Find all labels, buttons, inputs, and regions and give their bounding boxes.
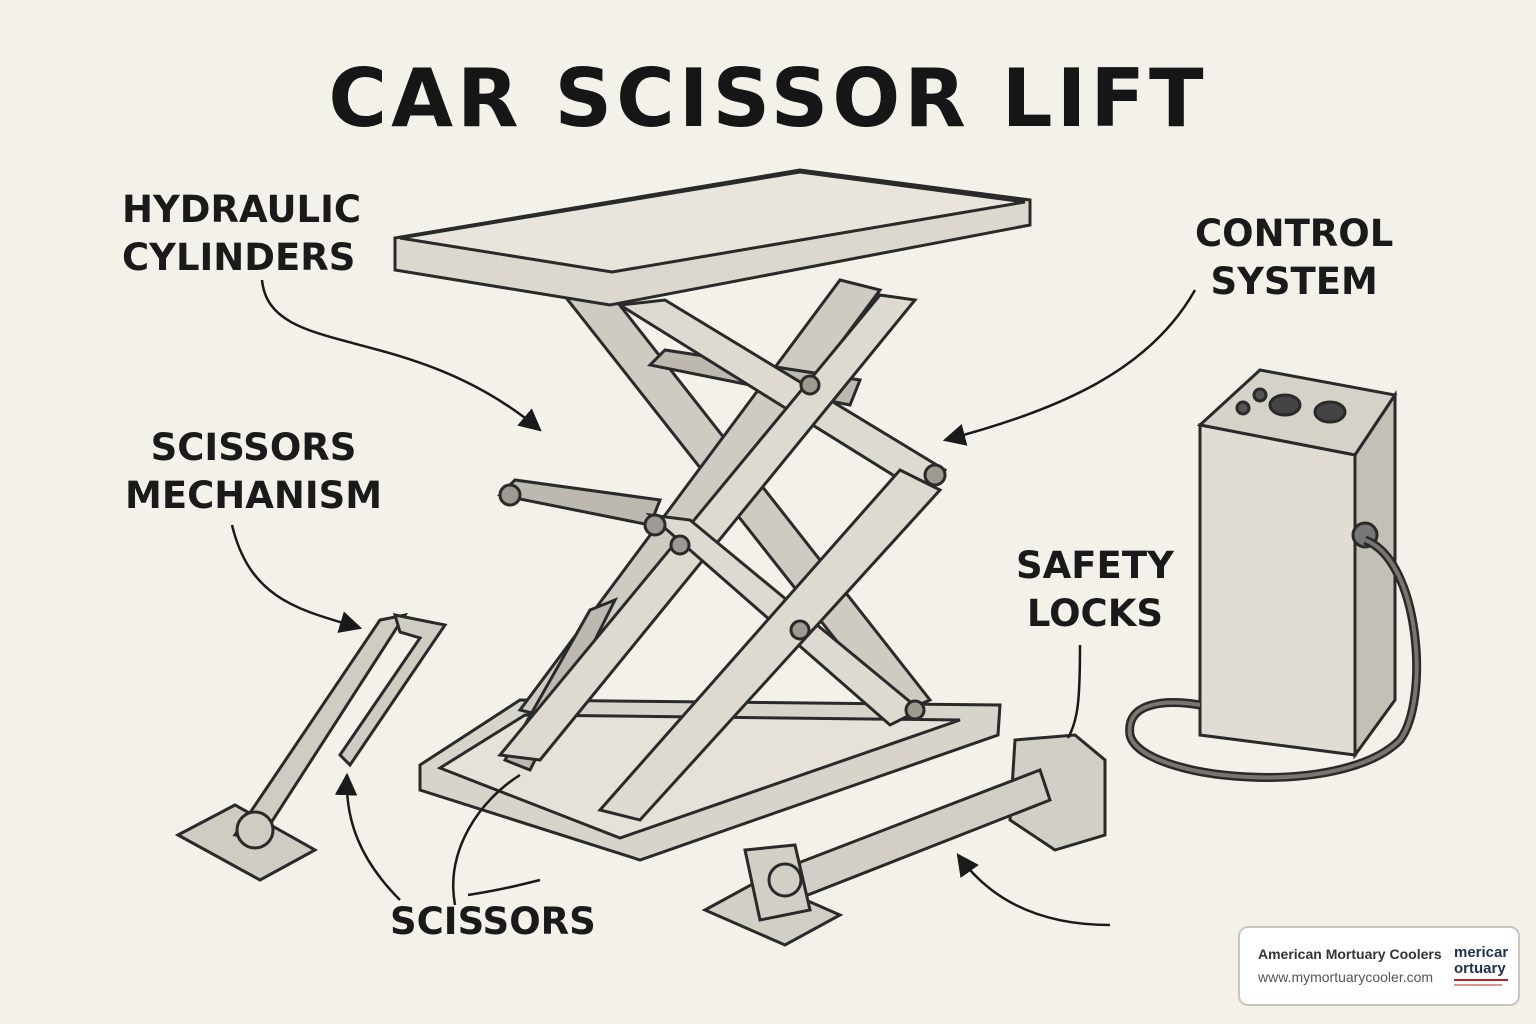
line-safety-locks bbox=[1066, 644, 1082, 739]
label-scissors-mechanism: SCISSORS MECHANISM bbox=[125, 426, 383, 517]
arrow-scissors-mechanism bbox=[230, 524, 363, 633]
svg-text:mericar: mericar bbox=[1454, 944, 1508, 961]
svg-text:ortuary: ortuary bbox=[1454, 960, 1506, 977]
safety-lock-bar bbox=[701, 733, 1107, 947]
arrow-control-system bbox=[942, 289, 1197, 446]
brand-logo: mericar ortuary bbox=[1452, 940, 1510, 992]
base-frame bbox=[418, 698, 1002, 862]
diagram-title: CAR SCISSOR LIFT bbox=[328, 52, 1208, 145]
control-box bbox=[1196, 368, 1398, 760]
line-scissors-right bbox=[452, 773, 521, 906]
arrow-scissors-left bbox=[334, 772, 401, 901]
label-safety-locks: SAFETY LOCKS bbox=[1016, 544, 1174, 635]
label-hydraulic-cylinders: HYDRAULIC CYLINDERS bbox=[122, 188, 362, 279]
scissor-arms-front bbox=[497, 293, 948, 822]
label-scissors: SCISSORS bbox=[390, 900, 596, 943]
leader-arrows bbox=[230, 279, 1197, 927]
leader-lines bbox=[452, 644, 1082, 906]
pivot-bolts bbox=[498, 374, 947, 721]
arrow-safety-locks bbox=[956, 853, 1111, 927]
label-control-system: CONTROL SYSTEM bbox=[1195, 212, 1394, 303]
brand-url[interactable]: www.mymortuarycooler.com bbox=[1258, 969, 1434, 985]
arrow-hydraulic-cylinders bbox=[260, 279, 542, 432]
hydraulic-jack-left bbox=[174, 612, 448, 882]
top-platform bbox=[393, 168, 1032, 307]
brand-name: American Mortuary Coolers bbox=[1258, 946, 1442, 962]
brand-watermark[interactable]: American Mortuary Coolers www.mymortuary… bbox=[1238, 926, 1520, 1006]
line-scissors-underline bbox=[467, 878, 541, 897]
